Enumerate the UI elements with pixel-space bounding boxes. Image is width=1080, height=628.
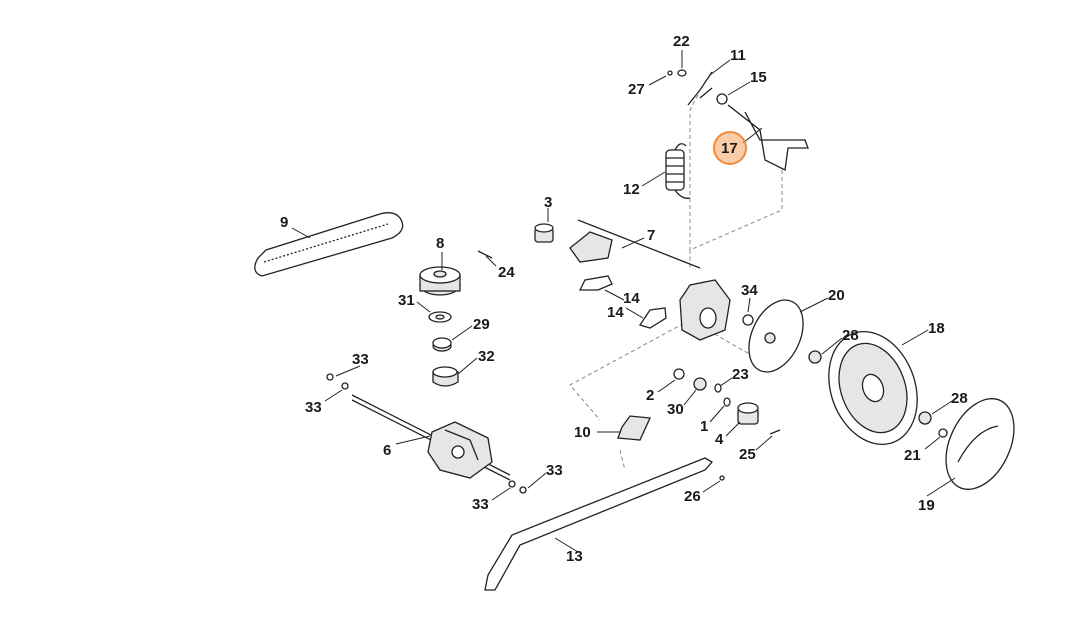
callout-label-12[interactable]: 12 — [623, 181, 640, 198]
screw-part-21[interactable] — [938, 428, 948, 438]
shift-rod-part[interactable] — [569, 219, 701, 269]
callout-label-34[interactable]: 34 — [741, 282, 758, 299]
lower-handle-part-13[interactable] — [484, 457, 714, 591]
callout-labels: 9 8 24 31 29 32 3 7 14 14 12 22 27 11 15… — [280, 33, 968, 565]
nut-part-34[interactable] — [742, 314, 754, 326]
roller-part-3[interactable] — [534, 223, 554, 243]
callout-label-30[interactable]: 30 — [667, 401, 684, 418]
callout-label-31[interactable]: 31 — [398, 292, 415, 309]
callout-label-18[interactable]: 18 — [928, 320, 945, 337]
callout-label-29[interactable]: 29 — [473, 316, 490, 333]
bushing-part-32[interactable] — [432, 366, 459, 387]
callout-label-23[interactable]: 23 — [732, 366, 749, 383]
clip-part-33d[interactable] — [519, 486, 527, 494]
wheel-part-18[interactable] — [814, 319, 933, 457]
callout-label-17[interactable]: 17 — [721, 140, 738, 157]
pulley-part[interactable] — [419, 266, 461, 296]
bracket-part-14a[interactable] — [578, 275, 613, 291]
callout-label-13[interactable]: 13 — [566, 548, 583, 565]
callout-label-26[interactable]: 26 — [684, 488, 701, 505]
callout-label-21[interactable]: 21 — [904, 447, 921, 464]
callout-label-14b[interactable]: 14 — [607, 304, 624, 321]
callout-label-33a[interactable]: 33 — [352, 351, 369, 368]
callout-label-1[interactable]: 1 — [700, 418, 708, 435]
callout-label-7[interactable]: 7 — [647, 227, 655, 244]
leader-lines — [291, 50, 956, 553]
nut-part-15[interactable] — [716, 93, 728, 105]
pin-part-24[interactable] — [477, 250, 493, 259]
callout-label-28b[interactable]: 28 — [951, 390, 968, 407]
callout-label-2[interactable]: 2 — [646, 387, 654, 404]
clip-part-33c[interactable] — [508, 480, 516, 488]
callout-label-28a[interactable]: 28 — [842, 327, 859, 344]
callout-label-6[interactable]: 6 — [383, 442, 391, 459]
callout-label-15[interactable]: 15 — [750, 69, 767, 86]
clip-part-33b[interactable] — [341, 382, 349, 390]
callout-label-8[interactable]: 8 — [436, 235, 444, 252]
callout-label-25[interactable]: 25 — [739, 446, 756, 463]
callout-label-4[interactable]: 4 — [715, 431, 724, 448]
callout-label-14a[interactable]: 14 — [623, 290, 640, 307]
assembly-guide-lines — [569, 94, 783, 471]
callout-label-22[interactable]: 22 — [673, 33, 690, 50]
highlight-circle — [713, 131, 747, 165]
callout-label-19[interactable]: 19 — [918, 497, 935, 514]
washer-part-28b[interactable] — [918, 411, 932, 425]
bracket-part-14b[interactable] — [638, 307, 667, 329]
callout-label-20[interactable]: 20 — [828, 287, 845, 304]
cover-plate-part-10[interactable] — [617, 415, 651, 441]
pinion-part-4[interactable] — [737, 402, 759, 425]
washer-part-22[interactable] — [677, 69, 687, 77]
callout-label-24[interactable]: 24 — [498, 264, 515, 281]
bearing-part-29[interactable] — [432, 337, 452, 352]
clip-part-33a[interactable] — [326, 373, 334, 381]
callout-label-33d[interactable]: 33 — [472, 496, 489, 513]
washer-part-28a[interactable] — [808, 350, 822, 364]
washer-part-2[interactable] — [673, 368, 685, 380]
bail-part-17[interactable] — [727, 104, 809, 171]
clip-part-23[interactable] — [714, 383, 722, 393]
callout-label-33c[interactable]: 33 — [546, 462, 563, 479]
spring-part[interactable] — [665, 143, 691, 199]
callout-label-33b[interactable]: 33 — [305, 399, 322, 416]
callout-label-27[interactable]: 27 — [628, 81, 645, 98]
lever-spring-part-11[interactable] — [687, 71, 713, 106]
callout-label-11[interactable]: 11 — [730, 47, 746, 64]
sector-gear-housing[interactable] — [679, 279, 731, 341]
wheel-cover-part-20[interactable] — [738, 291, 814, 380]
drive-belt-part[interactable] — [254, 212, 404, 277]
callout-label-9[interactable]: 9 — [280, 214, 288, 231]
clip-part-27[interactable] — [667, 70, 673, 76]
gearbox-part[interactable] — [427, 421, 493, 479]
screw-part-25[interactable] — [769, 429, 781, 435]
callout-label-10[interactable]: 10 — [574, 424, 591, 441]
callout-label-32[interactable]: 32 — [478, 348, 495, 365]
washer-part-31[interactable] — [428, 311, 452, 323]
pin-part-1[interactable] — [723, 397, 731, 407]
bolt-part-26[interactable] — [719, 475, 725, 481]
callout-label-3[interactable]: 3 — [544, 194, 552, 211]
hubcap-part-19[interactable] — [933, 388, 1028, 500]
bearing-part-30[interactable] — [693, 377, 707, 391]
